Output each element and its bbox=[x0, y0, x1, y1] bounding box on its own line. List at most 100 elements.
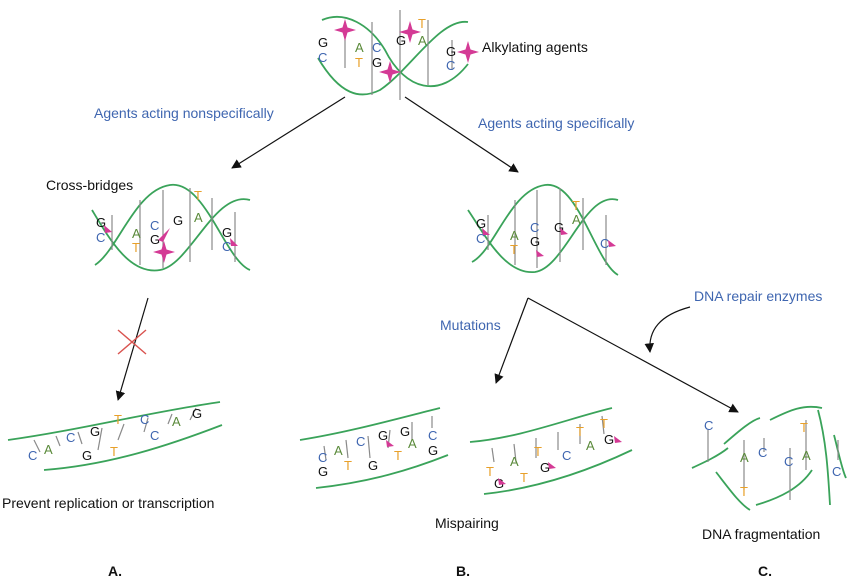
mispairing-right-strands bbox=[469, 407, 633, 495]
base-letter: T bbox=[394, 448, 402, 463]
blocked-cross-icon bbox=[117, 329, 147, 355]
base-letter: T bbox=[800, 420, 808, 435]
alkylating-agent-star-icon bbox=[334, 19, 356, 41]
base-letter: T bbox=[510, 242, 518, 257]
base-letter: C bbox=[356, 434, 365, 449]
arrow-blocked bbox=[115, 297, 149, 401]
panel-a-label: A. bbox=[108, 563, 122, 579]
panel-b-label: B. bbox=[456, 563, 470, 579]
base-letter: G bbox=[554, 220, 564, 235]
base-letter: C bbox=[96, 230, 105, 245]
base-letter: G bbox=[318, 35, 328, 50]
base-letter: A bbox=[194, 210, 203, 225]
base-letter: G bbox=[476, 216, 486, 231]
base-letter: T bbox=[740, 484, 748, 499]
base-letter: C bbox=[704, 418, 713, 433]
arrow-mispairing bbox=[494, 297, 529, 384]
base-letter: T bbox=[132, 240, 140, 255]
base-letter: T bbox=[344, 458, 352, 473]
cross-bridges-label: Cross-bridges bbox=[46, 177, 133, 193]
mutations-label: Mutations bbox=[440, 317, 501, 333]
base-letter: G bbox=[173, 213, 183, 228]
base-letter: G bbox=[90, 424, 100, 439]
prevent-bases: C A C G T G T C C A G bbox=[28, 406, 202, 463]
base-letter: A bbox=[510, 454, 519, 469]
base-letter: G bbox=[82, 448, 92, 463]
base-letter: G bbox=[378, 428, 388, 443]
base-letter: C bbox=[150, 218, 159, 233]
arrow-nonspecific bbox=[231, 96, 346, 169]
base-letter: G bbox=[318, 464, 328, 479]
base-letter: A bbox=[408, 436, 417, 451]
base-letter: A bbox=[510, 228, 519, 243]
base-letter: A bbox=[132, 226, 141, 241]
mispair-adduct bbox=[498, 478, 506, 485]
fragmented-dna-pieces bbox=[691, 405, 847, 511]
base-letter: C bbox=[318, 450, 327, 465]
base-letter: A bbox=[355, 40, 364, 55]
base-letter: T bbox=[572, 198, 580, 213]
base-letter: T bbox=[534, 444, 542, 459]
base-letter: T bbox=[194, 188, 202, 203]
base-letter: C bbox=[428, 428, 437, 443]
base-letter: T bbox=[110, 444, 118, 459]
base-letter: A bbox=[740, 450, 749, 465]
base-letter: C bbox=[530, 220, 539, 235]
base-letter: C bbox=[372, 40, 381, 55]
specific-bases: G C A T C G T A G C bbox=[476, 198, 609, 257]
base-letter: A bbox=[172, 414, 181, 429]
mispairing-left-strands bbox=[299, 407, 449, 489]
alkylating-agents-label: Alkylating agents bbox=[482, 39, 588, 55]
base-letter: T bbox=[355, 55, 363, 70]
base-letter: C bbox=[758, 445, 767, 460]
base-letter: T bbox=[520, 470, 528, 485]
base-letter: A bbox=[44, 442, 53, 457]
specific-label: Agents acting specifically bbox=[478, 115, 634, 131]
base-letter: C bbox=[562, 448, 571, 463]
base-letter: T bbox=[486, 464, 494, 479]
base-letter: C bbox=[28, 448, 37, 463]
base-letter: C bbox=[222, 239, 231, 254]
top-dna-helix bbox=[317, 10, 469, 100]
mispair-adduct bbox=[386, 440, 394, 447]
base-letter: T bbox=[600, 416, 608, 431]
base-letter: C bbox=[140, 412, 149, 427]
fragmentation-label: DNA fragmentation bbox=[702, 526, 820, 542]
base-letter: G bbox=[540, 460, 550, 475]
base-letter: G bbox=[400, 424, 410, 439]
nonspecific-label: Agents acting nonspecifically bbox=[94, 105, 274, 121]
base-letter: G bbox=[192, 406, 202, 421]
arrow-repair bbox=[644, 306, 691, 353]
base-letter: A bbox=[572, 212, 581, 227]
base-letter: C bbox=[600, 236, 609, 251]
panel-c-label: C. bbox=[758, 563, 772, 579]
base-letter: G bbox=[222, 225, 232, 240]
base-letter: A bbox=[586, 438, 595, 453]
mispair-adduct bbox=[548, 462, 556, 469]
base-letter: C bbox=[784, 454, 793, 469]
specific-dna-helix bbox=[467, 184, 619, 276]
base-letter: C bbox=[318, 50, 327, 65]
alkylating-agent-star-icon bbox=[379, 61, 401, 83]
mispair-adduct bbox=[614, 436, 622, 443]
base-letter: G bbox=[396, 33, 406, 48]
base-letter: G bbox=[96, 215, 106, 230]
cross-bridge-adducts bbox=[104, 225, 238, 246]
top-helix-bases: G C A T C G G A T G C bbox=[318, 16, 456, 73]
alkylating-agent-star-icon bbox=[457, 41, 479, 63]
base-letter: G bbox=[368, 458, 378, 473]
base-letter: C bbox=[66, 430, 75, 445]
cross-bridge-bases: G C A T C G G T A G C bbox=[96, 188, 232, 255]
base-letter: A bbox=[418, 33, 427, 48]
base-letter: C bbox=[150, 428, 159, 443]
base-letter: G bbox=[446, 44, 456, 59]
base-letter: C bbox=[446, 58, 455, 73]
base-letter: G bbox=[530, 234, 540, 249]
prevent-label: Prevent replication or transcription bbox=[2, 495, 214, 511]
base-letter: C bbox=[476, 231, 485, 246]
specific-adducts bbox=[482, 228, 616, 257]
mispairing-right-bases: T G A T T G C T A G T bbox=[486, 416, 614, 491]
base-letter: T bbox=[418, 16, 426, 31]
